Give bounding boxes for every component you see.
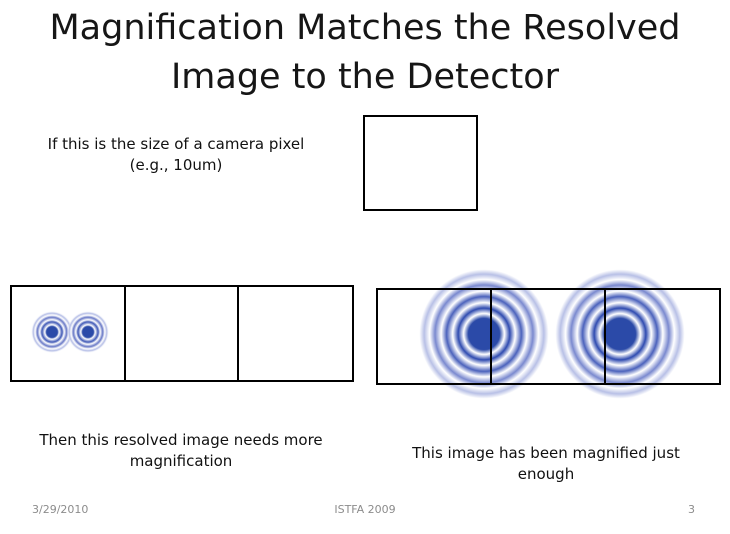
footer-conference: ISTFA 2009 bbox=[334, 503, 396, 516]
camera-pixel-caption: If this is the size of a camera pixel (e… bbox=[30, 134, 322, 176]
camera-pixel-box bbox=[363, 115, 478, 211]
airy-pattern-small bbox=[67, 311, 109, 353]
needs-magnification-caption-line-2: magnification bbox=[129, 452, 233, 470]
magnified-enough-caption-line-2: enough bbox=[517, 465, 575, 483]
title-line-1: Magnification Matches the Resolved bbox=[49, 8, 681, 48]
pixel-strip-outline-top bbox=[376, 288, 721, 385]
magnified-enough-caption: This image has been magnified just enoug… bbox=[398, 443, 694, 485]
needs-magnification-caption-line-1: Then this resolved image needs more bbox=[39, 431, 323, 449]
airy-pattern-small bbox=[31, 311, 73, 353]
needs-magnification-caption: Then this resolved image needs more magn… bbox=[26, 430, 336, 472]
camera-pixel-caption-line-2: (e.g., 10um) bbox=[129, 156, 223, 174]
under-magnified-pixel-strip bbox=[10, 285, 354, 382]
magnified-pixel-strip bbox=[376, 266, 721, 402]
airy-pattern-large bbox=[552, 266, 688, 402]
title-line-2: Image to the Detector bbox=[170, 57, 560, 97]
camera-pixel-caption-line-1: If this is the size of a camera pixel bbox=[47, 135, 305, 153]
slide-title: Magnification Matches the Resolved Image… bbox=[0, 4, 730, 102]
footer-date: 3/29/2010 bbox=[32, 503, 89, 516]
magnified-enough-caption-line-1: This image has been magnified just bbox=[412, 444, 680, 462]
airy-pattern-large bbox=[416, 266, 552, 402]
footer-page-number: 3 bbox=[688, 503, 695, 516]
